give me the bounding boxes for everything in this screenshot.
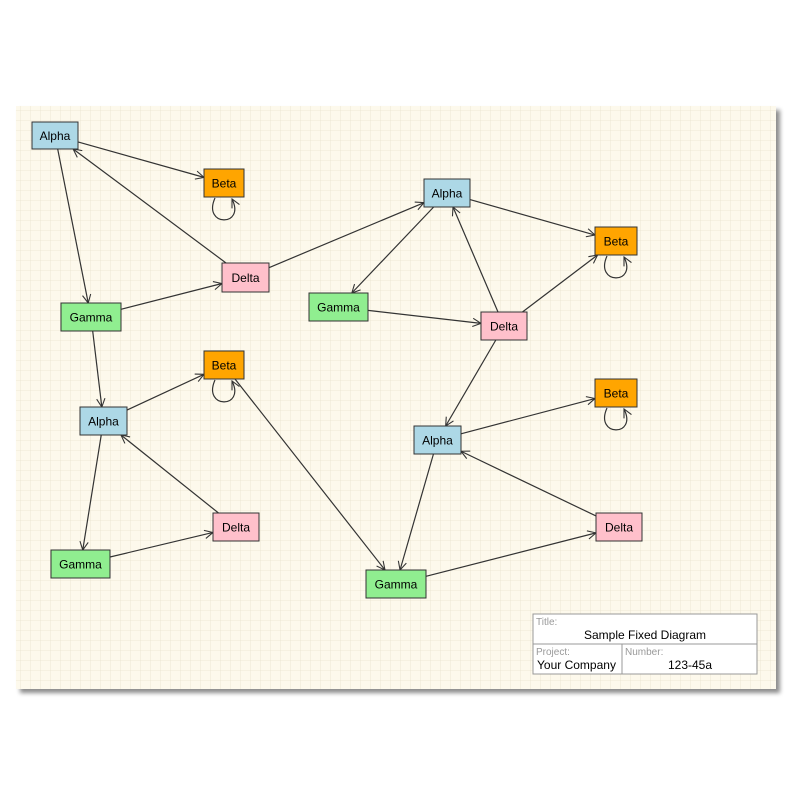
number-label: Number:: [625, 647, 663, 658]
node-label: Delta: [231, 271, 259, 285]
node-label: Delta: [605, 521, 633, 535]
node-alpha[interactable]: Alpha: [423, 178, 471, 208]
node-beta[interactable]: Beta: [203, 168, 245, 198]
node-label: Alpha: [40, 129, 71, 143]
node-label: Beta: [212, 359, 237, 373]
paper-grid: [16, 106, 776, 689]
node-label: Delta: [222, 521, 250, 535]
node-label: Delta: [490, 320, 518, 334]
node-label: Alpha: [432, 187, 463, 201]
node-box[interactable]: [594, 378, 638, 408]
edge-arrow: [92, 330, 102, 407]
edge-arrow: [453, 207, 499, 313]
node-label: Gamma: [317, 301, 360, 315]
edge-arrow: [83, 434, 102, 550]
title-label: Title:: [536, 617, 557, 628]
node-beta[interactable]: Beta: [594, 378, 638, 408]
node-box[interactable]: [50, 549, 111, 579]
node-box[interactable]: [60, 302, 122, 332]
edge-arrow: [400, 453, 435, 570]
node-label: Beta: [604, 235, 629, 249]
edge-arrow: [73, 149, 227, 264]
edge-arrow: [460, 399, 595, 435]
node-delta[interactable]: Delta: [480, 311, 528, 341]
self-loop-edge: [604, 407, 627, 431]
node-box[interactable]: [203, 168, 245, 198]
edge-arrow: [352, 206, 435, 293]
node-box[interactable]: [79, 406, 128, 436]
node-label: Alpha: [88, 415, 119, 429]
project-value: Your Company: [537, 658, 616, 672]
node-alpha[interactable]: Alpha: [79, 406, 128, 436]
title-block: Title: Sample Fixed Diagram Project: You…: [532, 613, 758, 675]
node-label: Beta: [212, 177, 237, 191]
node-label: Beta: [604, 387, 629, 401]
edge-arrow: [77, 141, 204, 177]
node-box[interactable]: [31, 121, 79, 150]
node-box[interactable]: [423, 178, 471, 208]
edge-arrow: [120, 284, 222, 310]
edge-arrow: [367, 309, 481, 323]
node-gamma[interactable]: Gamma: [308, 292, 369, 322]
edge-arrow: [469, 198, 595, 236]
node-delta[interactable]: Delta: [595, 512, 643, 542]
node-box[interactable]: [212, 512, 260, 542]
node-label: Alpha: [422, 434, 453, 448]
node-alpha[interactable]: Alpha: [413, 425, 462, 455]
node-box[interactable]: [203, 350, 245, 380]
node-box[interactable]: [221, 262, 270, 293]
node-box[interactable]: [480, 311, 528, 341]
node-label: Gamma: [70, 311, 113, 325]
edge-arrow: [425, 533, 596, 577]
edge-arrow: [126, 374, 204, 411]
edge-arrow: [446, 339, 497, 426]
edge-arrow: [234, 378, 385, 570]
title-value: Sample Fixed Diagram: [584, 628, 706, 642]
node-gamma[interactable]: Gamma: [365, 569, 427, 599]
node-label: Gamma: [59, 558, 102, 572]
node-label: Gamma: [375, 578, 418, 592]
node-layer: AlphaBetaGammaDeltaAlphaBetaGammaDeltaAl…: [31, 121, 643, 599]
node-alpha[interactable]: Alpha: [31, 121, 79, 150]
edge-arrow: [461, 451, 597, 517]
edge-arrow: [268, 203, 424, 269]
project-label: Project:: [536, 647, 570, 658]
node-box[interactable]: [413, 425, 462, 455]
edge-arrow: [121, 435, 219, 514]
node-gamma[interactable]: Gamma: [50, 549, 111, 579]
node-box[interactable]: [308, 292, 369, 322]
edge-arrow: [109, 532, 213, 558]
node-beta[interactable]: Beta: [203, 350, 245, 380]
node-delta[interactable]: Delta: [212, 512, 260, 542]
edge-arrow: [57, 148, 89, 303]
edge-layer: [57, 141, 627, 577]
node-beta[interactable]: Beta: [594, 226, 638, 256]
node-box[interactable]: [595, 512, 643, 542]
self-loop-edge: [604, 255, 627, 279]
node-gamma[interactable]: Gamma: [60, 302, 122, 332]
edge-arrow: [522, 255, 597, 313]
node-delta[interactable]: Delta: [221, 262, 270, 293]
self-loop-edge: [212, 197, 235, 221]
node-box[interactable]: [594, 226, 638, 256]
number-value: 123-45a: [668, 658, 712, 672]
node-box[interactable]: [365, 569, 427, 599]
self-loop-edge: [212, 379, 235, 403]
